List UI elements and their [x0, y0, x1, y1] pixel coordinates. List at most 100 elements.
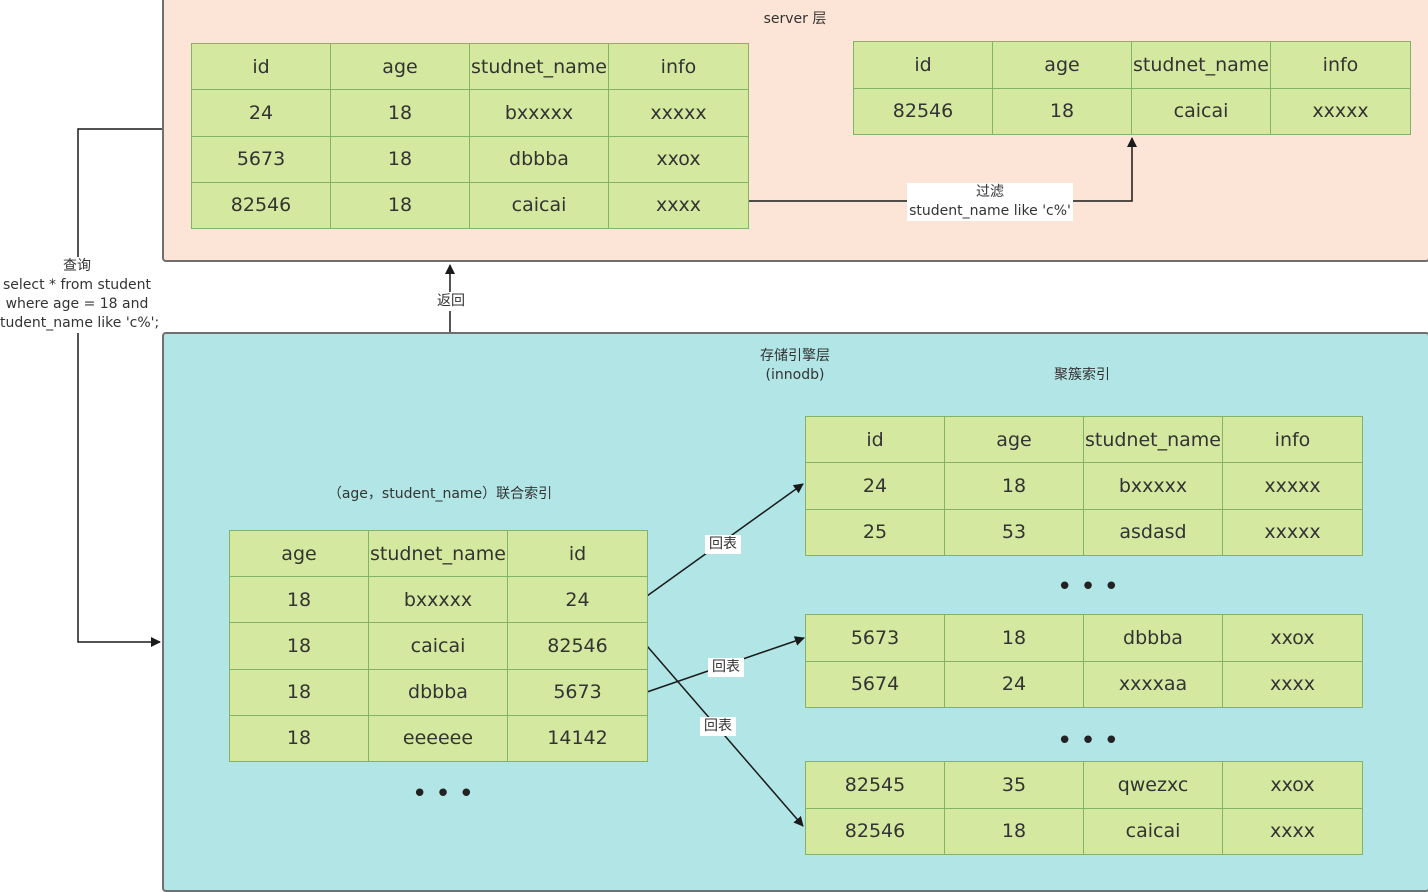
table-cell: 82546: [853, 87, 993, 135]
table-cell: 14142: [507, 714, 648, 763]
table-header-row: age studnet_name id: [229, 529, 648, 578]
composite-index-table: age studnet_name id 18 bxxxxx 24 18 caic…: [229, 529, 648, 763]
table-cell: xxxxaa: [1083, 660, 1223, 708]
table-cell: 35: [944, 761, 1084, 809]
table-cell: xxxxx: [608, 89, 749, 137]
table-cell: 5673: [507, 668, 648, 716]
table-cell: xxxxx: [1222, 462, 1363, 510]
storage-layer-title: 存储引擎层 (innodb): [710, 347, 880, 385]
table-cell: dbbba: [368, 668, 508, 716]
table-cell: 18: [330, 89, 470, 137]
table-row: 5673 18 dbbba xxox: [805, 614, 1363, 662]
table-row: 25 53 asdasd xxxxx: [805, 508, 1363, 557]
table-cell: 82546: [191, 181, 331, 230]
table-cell: dbbba: [469, 135, 609, 183]
header-cell: age: [330, 42, 470, 91]
table-cell: 24: [507, 576, 648, 624]
table-cell: 5673: [191, 135, 331, 183]
clustered-index-table-3: 82545 35 qwezxc xxox 82546 18 caicai xxx…: [805, 761, 1363, 855]
table-cell: qwezxc: [1083, 761, 1223, 809]
table-cell: 18: [944, 462, 1084, 510]
table-row: 5673 18 dbbba xxox: [191, 135, 749, 183]
table-cell: bxxxxx: [469, 89, 609, 137]
table-cell: xxxxx: [1270, 87, 1411, 135]
header-cell: age: [229, 529, 369, 578]
filter-label: 过滤 student_name like 'c%': [907, 183, 1073, 221]
table-row: 82546 18 caicai xxxx: [805, 807, 1363, 855]
header-cell: id: [191, 42, 331, 91]
table-cell: bxxxxx: [1083, 462, 1223, 510]
table-cell: 24: [191, 89, 331, 137]
clustered-index-table-2: 5673 18 dbbba xxox 5674 24 xxxxaa xxxx: [805, 614, 1363, 708]
table-cell: 18: [330, 135, 470, 183]
header-cell: info: [1222, 415, 1363, 464]
header-cell: studnet_name: [1083, 415, 1223, 464]
table-cell: 18: [229, 668, 369, 716]
clustered-ellipsis-2: •••: [1057, 726, 1128, 756]
table-row: 24 18 bxxxxx xxxxx: [191, 89, 749, 137]
table-cell: eeeeee: [368, 714, 508, 763]
header-cell: age: [992, 41, 1132, 89]
query-label: 查询 select * from student where age = 18 …: [0, 257, 160, 333]
table-row: 18 eeeeee 14142: [229, 714, 648, 763]
filter-label-condition: student_name like 'c%': [909, 203, 1071, 219]
table-row: 82546 18 caicai xxxx: [191, 181, 749, 230]
back-to-table-arrow-3: [646, 645, 804, 827]
table-cell: 18: [944, 807, 1084, 855]
header-cell: id: [853, 41, 993, 89]
header-cell: info: [1270, 41, 1411, 89]
header-cell: studnet_name: [368, 529, 508, 578]
composite-index-label: （age，student_name）联合索引: [327, 486, 553, 502]
table-cell: 82545: [805, 761, 945, 809]
table-row: 82545 35 qwezxc xxox: [805, 761, 1363, 809]
back-to-table-label-2: 回表: [708, 658, 744, 677]
table-row: 18 caicai 82546: [229, 622, 648, 670]
table-cell: 24: [944, 660, 1084, 708]
composite-table-ellipsis: •••: [412, 779, 483, 809]
table-cell: xxxx: [608, 181, 749, 230]
storage-layer-title-line-2: (innodb): [765, 367, 825, 383]
table-cell: 18: [229, 714, 369, 763]
table-cell: xxxxx: [1222, 508, 1363, 557]
back-to-table-label-1: 回表: [705, 535, 741, 554]
header-cell: studnet_name: [1131, 41, 1271, 89]
storage-layer-title-line-1: 存储引擎层: [760, 348, 830, 364]
table-cell: 25: [805, 508, 945, 557]
table-row: 18 bxxxxx 24: [229, 576, 648, 624]
table-cell: 5673: [805, 614, 945, 662]
table-cell: caicai: [469, 181, 609, 230]
filter-label-title: 过滤: [976, 184, 1004, 200]
table-cell: 18: [229, 622, 369, 670]
clustered-index-table-1: id age studnet_name info 24 18 bxxxxx xx…: [805, 415, 1363, 557]
table-cell: xxxx: [1222, 807, 1363, 855]
query-sql-line-1: select * from student: [2, 277, 152, 293]
header-cell: id: [507, 529, 648, 578]
table-header-row: id age studnet_name info: [805, 415, 1363, 464]
header-cell: age: [944, 415, 1084, 464]
header-cell: id: [805, 415, 945, 464]
table-cell: xxox: [608, 135, 749, 183]
table-row: 24 18 bxxxxx xxxxx: [805, 462, 1363, 510]
table-cell: asdasd: [1083, 508, 1223, 557]
table-cell: 18: [992, 87, 1132, 135]
table-cell: xxox: [1222, 614, 1363, 662]
table-row: 18 dbbba 5673: [229, 668, 648, 716]
table-cell: caicai: [368, 622, 508, 670]
table-cell: 18: [229, 576, 369, 624]
query-arrow: [77, 128, 162, 647]
back-to-table-label-3: 回表: [700, 717, 736, 736]
table-cell: dbbba: [1083, 614, 1223, 662]
table-cell: 5674: [805, 660, 945, 708]
query-sql-line-3: tudent_name like 'c%';: [0, 315, 160, 331]
table-cell: 53: [944, 508, 1084, 557]
table-cell: 18: [944, 614, 1084, 662]
table-cell: 82546: [805, 807, 945, 855]
table-cell: 24: [805, 462, 945, 510]
header-cell: studnet_name: [469, 42, 609, 91]
filter-arrow: [748, 137, 1137, 202]
table-cell: caicai: [1131, 87, 1271, 135]
query-label-title: 查询: [63, 258, 91, 274]
table-cell: xxox: [1222, 761, 1363, 809]
query-sql-line-2: where age = 18 and: [5, 296, 149, 312]
table-cell: 82546: [507, 622, 648, 670]
